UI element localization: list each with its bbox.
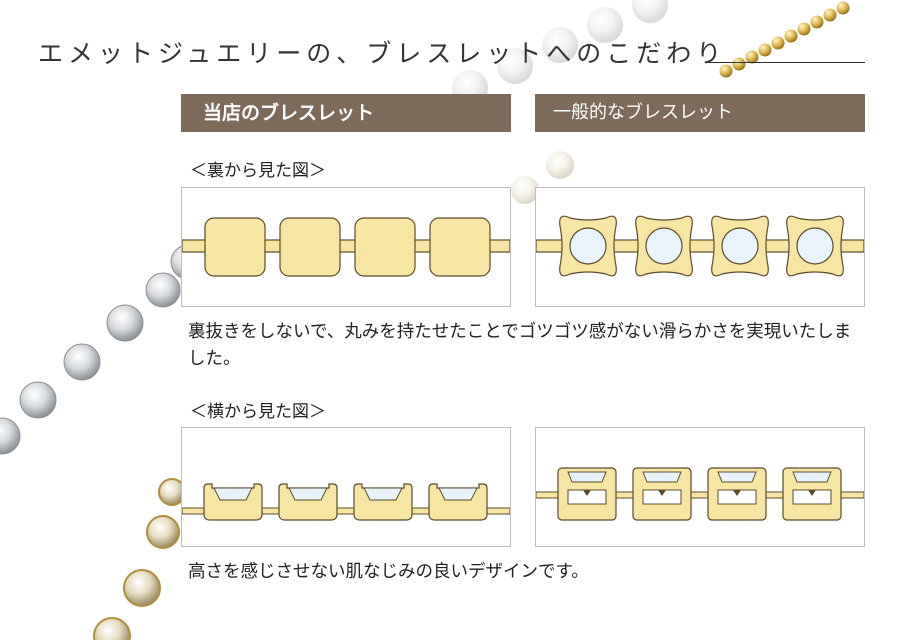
- open-back-setting: [786, 215, 844, 277]
- gold-bead-chain: [719, 1, 850, 78]
- tall-setting: [782, 467, 842, 521]
- diagram-ours-side-view: [181, 427, 511, 547]
- label-side-view: ＜横から見た図＞: [190, 402, 326, 422]
- description-side-view: 高さを感じさせない肌なじみの良いデザインです。: [188, 562, 589, 582]
- low-profile-setting: [428, 483, 488, 521]
- silver-diamond-chain: [0, 244, 206, 455]
- diagram-general-side-view: [535, 427, 865, 547]
- gold-diamond-chain: [93, 478, 186, 640]
- chain-link-bar: [536, 239, 864, 253]
- diagram-general-back-view: [535, 187, 865, 307]
- low-profile-setting: [353, 483, 413, 521]
- rounded-setting: [354, 217, 416, 277]
- title-underline: [708, 62, 865, 63]
- tall-setting: [632, 467, 692, 521]
- page-title: エメットジュエリーの、ブレスレットへのこだわり: [38, 39, 727, 68]
- rounded-setting: [204, 217, 266, 277]
- header-general-bracelet: 一般的なブレスレット: [535, 94, 865, 132]
- rounded-setting: [429, 217, 491, 277]
- open-back-setting: [559, 215, 617, 277]
- tall-setting: [707, 467, 767, 521]
- description-back-view: 裏抜きをしないで、丸みを持たせたことでゴツゴツ感がない滑らかさを実現いたしました…: [188, 322, 852, 369]
- open-back-setting: [635, 215, 693, 277]
- diagram-ours-back-view: [181, 187, 511, 307]
- open-back-setting: [711, 215, 769, 277]
- low-profile-setting: [203, 483, 263, 521]
- label-back-view: ＜裏から見た図＞: [190, 161, 326, 181]
- header-our-bracelet: 当店のブレスレット: [181, 94, 511, 132]
- low-profile-setting: [278, 483, 338, 521]
- rounded-setting: [279, 217, 341, 277]
- tall-setting: [557, 467, 617, 521]
